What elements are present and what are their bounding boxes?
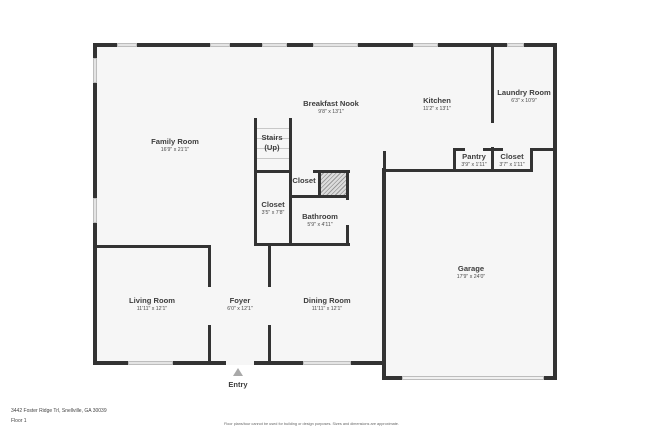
entry-door[interactable] [226,361,254,365]
room-laundry-room: Laundry Room 6'3" x 10'9" [497,88,551,104]
window [128,361,173,365]
room-closet-small: Closet [292,176,316,185]
wall [289,118,292,243]
window [507,43,524,47]
room-dining-room: Dining Room 11'11" x 12'1" [303,296,351,312]
wall [254,170,290,173]
wall [491,43,494,123]
window [210,43,230,47]
wall [208,245,211,287]
room-breakfast-nook: Breakfast Nook 9'8" x 13'1" [303,99,359,115]
floor-garage [385,150,556,379]
stair-tread [257,148,289,149]
wall [290,195,348,198]
room-garage: Garage 17'9" x 24'0" [456,264,486,280]
entry-label: Entry [228,380,248,389]
wall [382,168,386,380]
window [117,43,137,47]
wall [268,245,271,287]
room-foyer: Foyer 6'0" x 12'1" [227,296,253,312]
disclaimer-text: Floor plans/tour cannot be used for buil… [224,422,399,426]
wall [318,170,321,197]
wall [453,148,465,151]
room-living-room: Living Room 11'11" x 12'1" [129,296,175,312]
room-pantry: Pantry 3'9" x 1'11" [461,152,487,168]
window [93,58,97,83]
wall [491,147,494,172]
wall [254,243,350,246]
stair-tread [257,138,289,139]
window [313,43,358,47]
floor-laundry [493,45,556,155]
wall [532,148,557,151]
stair-tread [257,128,289,129]
room-kitchen: Kitchen 11'2" x 13'1" [422,96,452,112]
wall [346,170,349,200]
wall [453,148,456,172]
floor-label: Floor 1 [11,418,27,424]
wall [483,148,503,151]
wall [385,169,533,172]
window [413,43,438,47]
wall [95,245,211,248]
wall [383,151,386,171]
window [93,198,97,223]
window [262,43,287,47]
wall [208,325,211,363]
stair-tread [257,158,289,159]
entry-arrow-icon [233,368,243,376]
room-closet-hall: Closet 3'5" x 7'8" [261,200,285,216]
room-bathroom: Bathroom 5'9" x 4'11" [302,212,338,228]
address-label: 3442 Foster Ridge Trl, Snellville, GA 30… [11,408,107,414]
hatched-utility-area [320,173,346,195]
window [303,361,351,365]
room-closet-garage: Closet 3'7" x 1'11" [499,152,525,168]
wall [530,148,533,172]
wall [268,325,271,363]
wall [313,170,350,173]
wall [553,43,557,380]
room-family-room: Family Room 16'9" x 21'1" [151,137,199,153]
wall [254,118,257,243]
room-stairs: Stairs (Up) [261,133,283,152]
wall [346,225,349,245]
garage-door[interactable] [402,376,544,380]
